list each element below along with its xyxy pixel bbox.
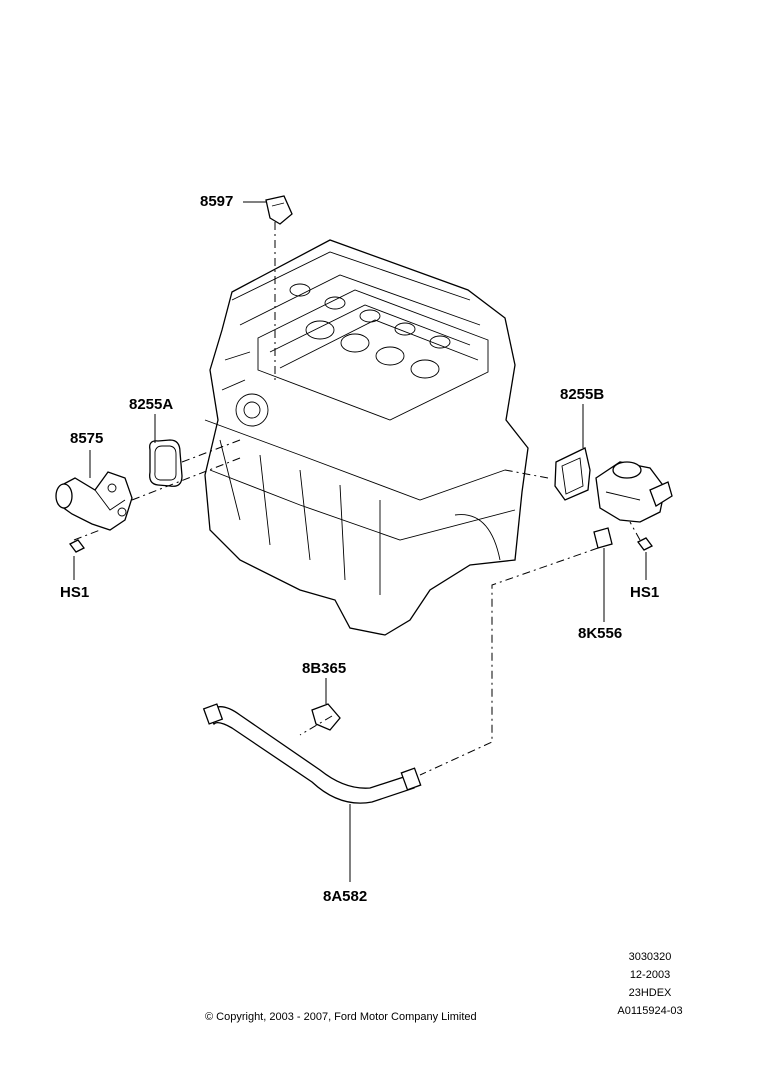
bolt-hs1-left	[69, 539, 85, 553]
illustration-reference: A0115924-03	[617, 1005, 683, 1017]
copyright-notice: © Copyright, 2003 - 2007, Ford Motor Com…	[205, 1011, 477, 1023]
drawing-number: 3030320	[628, 951, 672, 963]
callout-8255a: 8255A	[129, 396, 174, 413]
drawing-date: 12-2003	[629, 969, 671, 981]
model-code: 23HDEX	[628, 987, 672, 999]
part-8575-thermostat-housing	[55, 471, 133, 531]
callout-8k556: 8K556	[578, 625, 623, 642]
part-8k556-hose	[593, 527, 613, 549]
bolt-hs1-right	[637, 537, 653, 551]
engine-block	[204, 239, 529, 636]
leader-lines	[73, 201, 647, 882]
drawing-info-block: 3030320 12-2003 23HDEX A0115924-03	[590, 951, 710, 1017]
callout-8597: 8597	[200, 193, 234, 210]
cylinder-bores	[289, 283, 451, 379]
callout-hs1-right: HS1	[630, 584, 660, 601]
part-8597-fitting	[265, 195, 293, 225]
assembly-guide-lines	[73, 222, 641, 776]
callout-8a582: 8A582	[323, 888, 368, 905]
part-8255a-gasket	[149, 439, 183, 487]
callout-8575: 8575	[70, 430, 104, 447]
water-outlet-housing	[595, 461, 673, 523]
callout-8255b: 8255B	[560, 386, 605, 403]
callout-hs1-left: HS1	[60, 584, 90, 601]
part-8a582-hose	[202, 703, 422, 804]
callout-8b365: 8B365	[302, 660, 347, 677]
part-8255b-gasket	[554, 447, 591, 501]
part-8b365-bracket	[311, 703, 341, 731]
